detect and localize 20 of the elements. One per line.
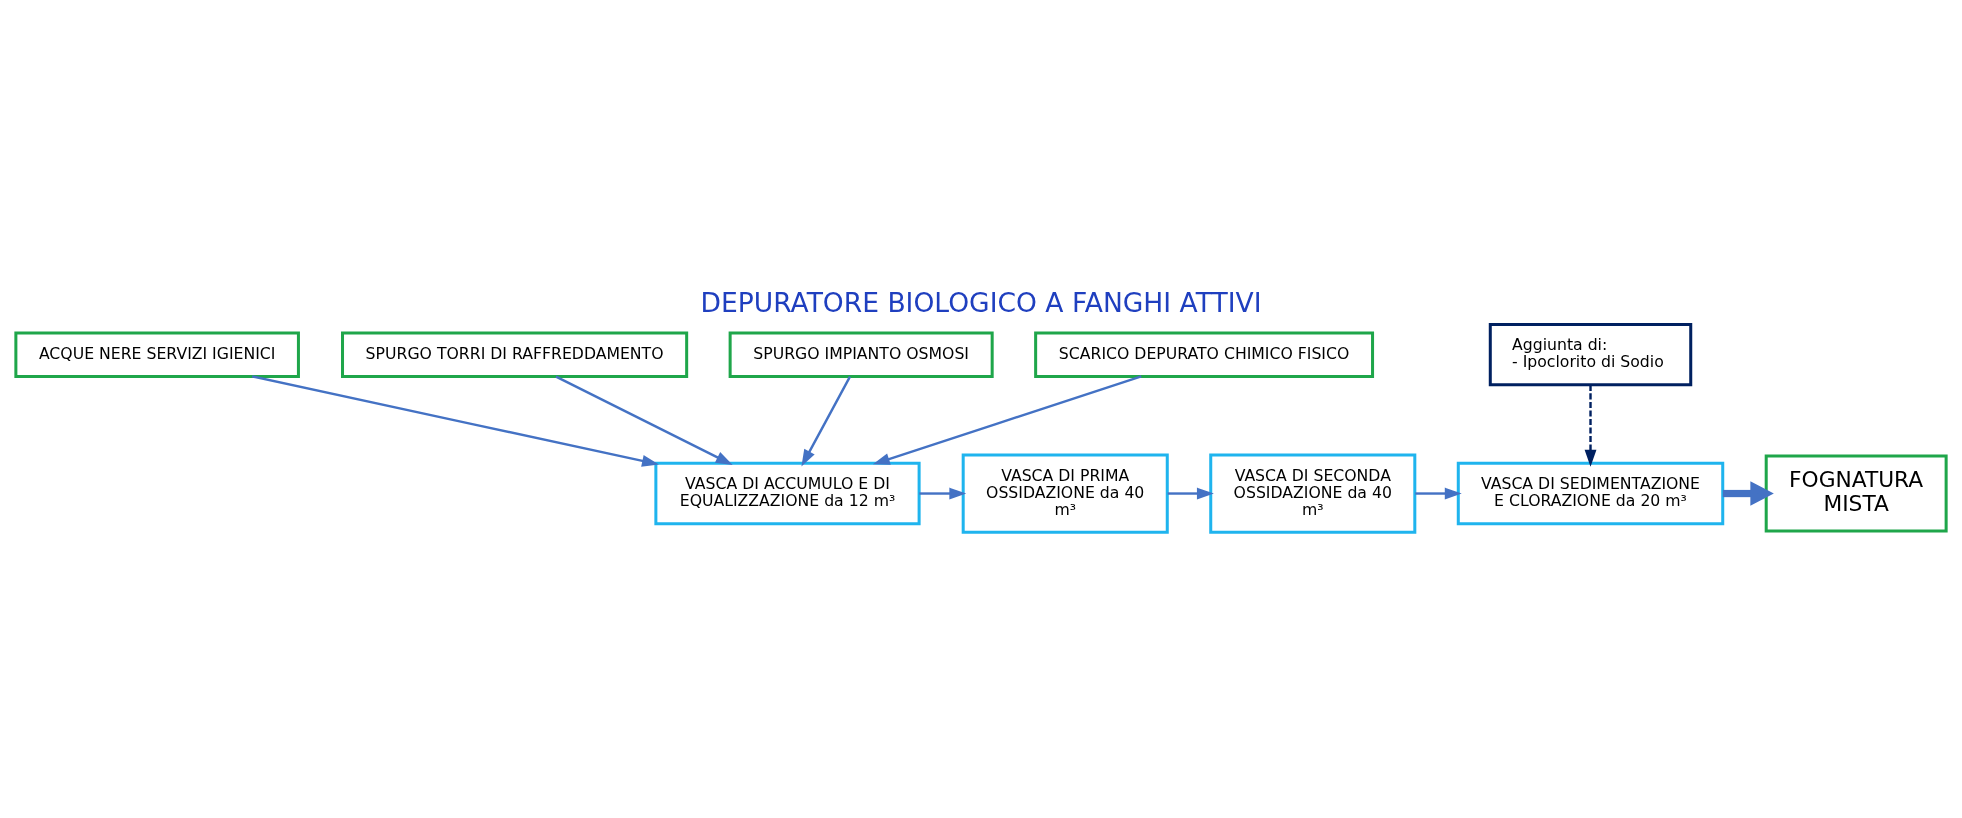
- arrow: [1167, 487, 1214, 500]
- node-box: SPURGO TORRI DI RAFFREDDAMENTO: [341, 331, 689, 378]
- arrow: [1415, 487, 1462, 500]
- node-box: VASCA DI SECONDA OSSIDAZIONE da 40 m³: [1209, 453, 1417, 534]
- arrow: [919, 487, 967, 500]
- node-box: VASCA DI SEDIMENTAZIONE E CLORAZIONE da 20 m³: [1456, 461, 1725, 526]
- arrow: [872, 375, 1142, 465]
- node-box: ACQUE NERE SERVIZI IGIENICI: [14, 331, 300, 378]
- node-box: SCARICO DEPURATO CHIMICO FISICO: [1034, 331, 1375, 378]
- arrow: [555, 375, 733, 465]
- diagram-title: DEPURATORE BIOLOGICO A FANGHI ATTIVI: [700, 286, 1262, 318]
- arrow: [1722, 481, 1774, 506]
- arrow: [251, 375, 659, 467]
- arrow: [801, 376, 852, 467]
- node-box: Aggiunta di: - Ipoclorito di Sodio: [1488, 322, 1693, 387]
- node-box: VASCA DI PRIMA OSSIDAZIONE da 40 m³: [961, 453, 1169, 534]
- node-box: SPURGO IMPIANTO OSMOSI: [728, 331, 994, 378]
- node-box: VASCA DI ACCUMULO E DI EQUALIZZAZIONE da 12 m³: [654, 461, 921, 526]
- node-box: FOGNATURA MISTA: [1764, 454, 1948, 533]
- arrow: [1584, 385, 1597, 467]
